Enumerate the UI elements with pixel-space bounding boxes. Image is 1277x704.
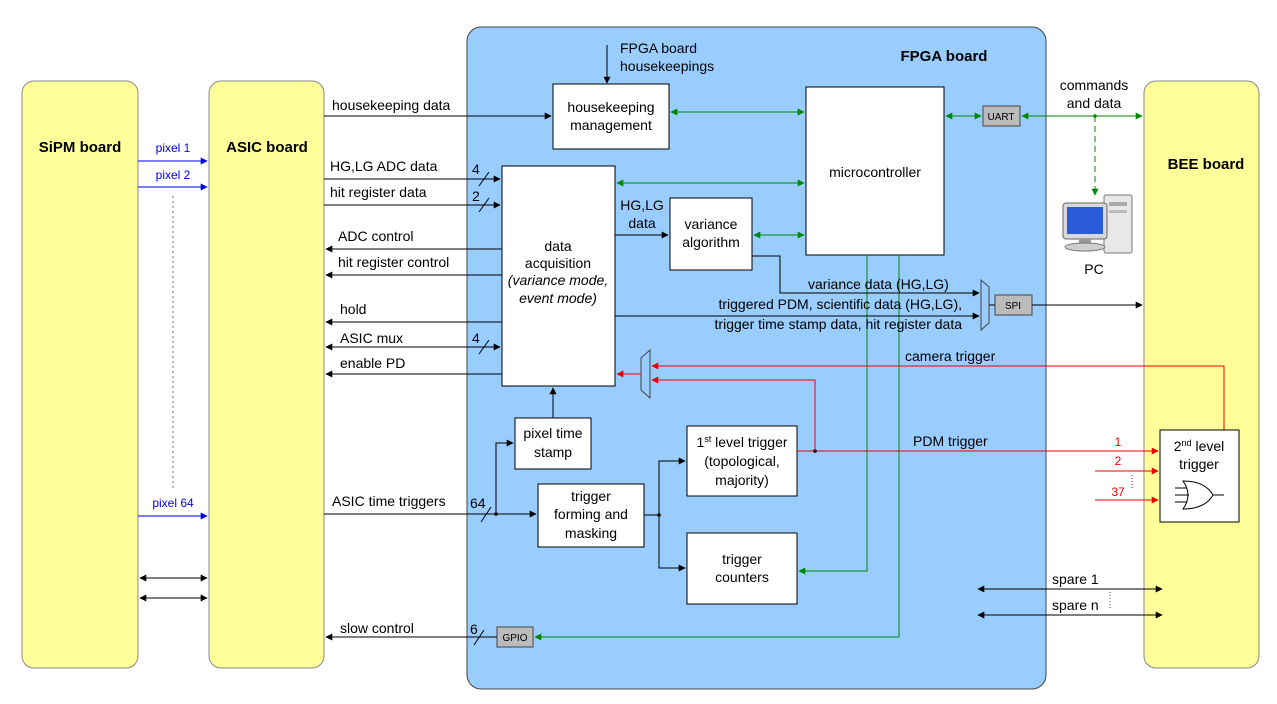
- hk-management-label-2: management: [570, 117, 652, 133]
- pixel-time-stamp-block: [514, 417, 592, 470]
- data-acquisition-label-4: event mode): [519, 290, 597, 306]
- sipm-board: [21, 80, 139, 669]
- hit-register-data-label: hit register data: [330, 184, 427, 200]
- uart-label: UART: [987, 112, 1014, 123]
- pixel-time-stamp-label-2: stamp: [534, 444, 572, 460]
- trigger-forming-label-2: forming and: [554, 506, 628, 522]
- micro-counters-link: [798, 255, 868, 575]
- hk-management-block: [552, 83, 670, 150]
- to-pixel-time-stamp: [495, 439, 514, 514]
- uart-box: [982, 105, 1021, 127]
- second-level-trigger-label-1: 2nd level: [1174, 438, 1225, 454]
- spi-mux: [980, 278, 990, 332]
- data-acquisition-block: [501, 165, 616, 387]
- spi-label: SPI: [1005, 301, 1021, 312]
- bus4b-label: 4: [472, 330, 480, 346]
- variance-label-2: algorithm: [682, 234, 740, 250]
- sparen-label: spare n: [1052, 597, 1099, 613]
- trigger-counters-block: [686, 532, 798, 605]
- second-level-trigger-label-2: trigger: [1179, 456, 1219, 472]
- camera-trigger-line: [651, 362, 1225, 430]
- bee-board-label: BEE board: [1168, 156, 1245, 173]
- data-acquisition-label-1: data: [544, 238, 571, 254]
- microcontroller-label: microcontroller: [829, 164, 921, 180]
- trigger-counters-label-2: counters: [715, 569, 769, 585]
- fpga-board-label: FPGA board: [901, 48, 988, 65]
- bus4b-slash: [478, 339, 490, 355]
- data-acquisition-label-3: (variance mode,: [508, 272, 608, 288]
- trigger-counters-label-1: trigger: [722, 551, 762, 567]
- triggered-data-label-1: triggered PDM, scientific data (HG,LG),: [718, 296, 962, 312]
- asic-board-label: ASIC board: [226, 139, 308, 156]
- fpga-hk-label-2: housekeepings: [620, 58, 714, 74]
- trigger-mux: [640, 348, 651, 400]
- sipm-board-label: SiPM board: [39, 139, 122, 156]
- adc-control-label: ADC control: [338, 228, 413, 244]
- triggered-data-label-2: trigger time stamp data, hit register da…: [715, 316, 963, 332]
- commands-label-2: and data: [1067, 95, 1122, 111]
- first-level-trigger-label-2: (topological,: [704, 453, 780, 469]
- trigger-forming-label-3: masking: [565, 525, 617, 541]
- trigger-1-label: 1: [1115, 435, 1122, 449]
- pc-label: PC: [1084, 261, 1103, 277]
- bus2-slash: [478, 197, 490, 213]
- gpio-label: GPIO: [502, 633, 527, 644]
- hg-lg-data-label-1: HG,LG: [620, 197, 664, 213]
- l1-to-mux-line: [651, 376, 816, 451]
- hk-management-label-1: housekeeping: [567, 99, 654, 115]
- housekeeping-data-label: housekeeping data: [332, 97, 451, 113]
- camera-trigger-label: camera trigger: [905, 348, 996, 364]
- variance-algorithm-block: [669, 197, 753, 271]
- bus4a-slash: [478, 171, 490, 187]
- slow-control-label: slow control: [340, 620, 414, 636]
- asic-mux-label: ASIC mux: [340, 330, 403, 346]
- first-level-trigger-label-1: 1st level trigger: [696, 434, 787, 450]
- hit-register-control-label: hit register control: [338, 254, 449, 270]
- tf-to-counters: [658, 515, 686, 572]
- enable-pd-label: enable PD: [340, 355, 405, 371]
- trigger-37-label: 37: [1111, 485, 1125, 499]
- uart-junction: [1093, 114, 1097, 118]
- bus4a-label: 4: [472, 161, 480, 177]
- spare1-label: spare 1: [1052, 571, 1099, 587]
- tf-to-l1: [658, 457, 686, 515]
- pixel1-label: pixel 1: [156, 141, 191, 155]
- bus64-label: 64: [470, 495, 486, 511]
- hg-lg-adc-label: HG,LG ADC data: [330, 158, 438, 174]
- bus64-slash: [480, 506, 492, 523]
- bus2-label: 2: [472, 188, 480, 204]
- pc-icon: [1062, 194, 1133, 254]
- variance-label-1: variance: [685, 216, 738, 232]
- first-level-trigger-label-3: majority): [715, 472, 769, 488]
- asic-board: [208, 80, 325, 669]
- micro-gpio-link: [534, 255, 900, 641]
- pixel64-label: pixel 64: [152, 496, 194, 510]
- bus6-slash: [473, 629, 485, 646]
- fpga-hk-label-1: FPGA board: [620, 40, 697, 56]
- data-acquisition-label-2: acquisition: [525, 255, 591, 271]
- pixel2-label: pixel 2: [156, 168, 191, 182]
- first-level-trigger-block: [686, 425, 798, 497]
- variance-data-line: [752, 255, 980, 297]
- hold-label: hold: [340, 301, 366, 317]
- pixel-time-stamp-label-1: pixel time: [523, 425, 582, 441]
- bus6-label: 6: [470, 621, 478, 637]
- hg-lg-data-label-2: data: [628, 215, 655, 231]
- microcontroller-block: [805, 86, 945, 256]
- variance-data-label: variance data (HG,LG): [808, 276, 949, 292]
- or-gate-icon: [1175, 480, 1224, 510]
- trigger-forming-label-1: trigger: [571, 488, 611, 504]
- trigger-2-label: 2: [1115, 454, 1122, 468]
- pdm-trigger-label: PDM trigger: [913, 433, 988, 449]
- asic-time-triggers-label: ASIC time triggers: [332, 493, 446, 509]
- commands-label-1: commands: [1060, 77, 1128, 93]
